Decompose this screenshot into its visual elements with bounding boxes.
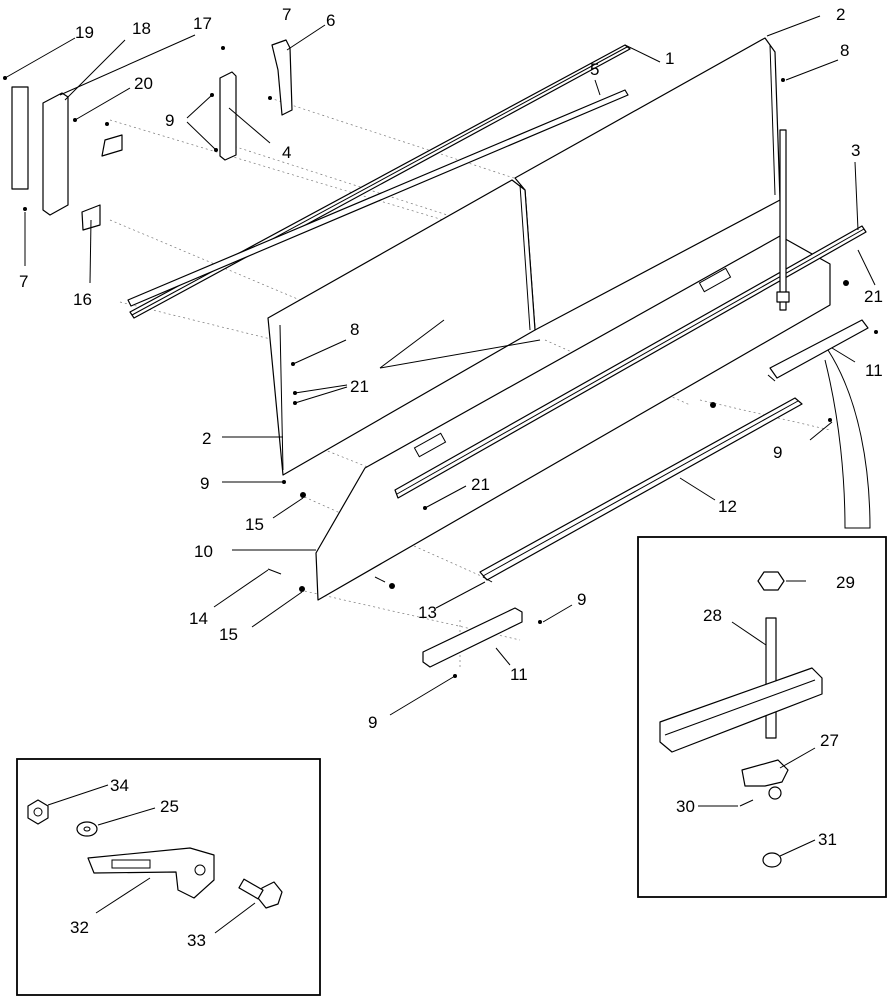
callout-13: 13 <box>418 603 437 622</box>
callout-15-upper: 15 <box>245 515 264 534</box>
callout-12: 12 <box>718 497 737 516</box>
callout-3: 3 <box>851 141 860 160</box>
inset-detail-right: 29 28 27 30 31 <box>637 536 887 898</box>
callout-8-panel: 8 <box>350 320 359 339</box>
callout-19: 19 <box>75 23 94 42</box>
callout-9-bottom: 9 <box>368 713 377 732</box>
mounting-channel <box>659 667 823 753</box>
callout-11-right: 11 <box>865 361 883 380</box>
front-tube <box>422 607 523 668</box>
callout-18: 18 <box>132 19 151 38</box>
detail-pointer <box>824 349 871 529</box>
brackets-upper-left <box>11 39 293 231</box>
hex-bolt <box>238 878 283 909</box>
callout-2-panel: 2 <box>202 429 211 448</box>
callout-33: 33 <box>187 931 206 950</box>
callout-4: 4 <box>282 143 291 162</box>
callout-9-right: 9 <box>773 443 782 462</box>
callout-10: 10 <box>194 542 213 561</box>
callout-2-top: 2 <box>836 5 845 24</box>
leader-lines <box>4 15 876 716</box>
callout-15-lower: 15 <box>219 625 238 644</box>
latch-plate <box>741 759 789 787</box>
callout-28: 28 <box>703 606 722 625</box>
retaining-clip <box>762 852 782 868</box>
diagonal-brace <box>127 89 629 307</box>
callout-6: 6 <box>326 11 335 30</box>
front-side-panel <box>267 179 536 476</box>
callout-9-upper: 9 <box>165 111 174 130</box>
callout-7-left: 7 <box>19 272 28 291</box>
callout-34: 34 <box>110 776 129 795</box>
callout-8-right: 8 <box>840 41 849 60</box>
callout-29: 29 <box>836 573 855 592</box>
callout-9-mid: 9 <box>577 590 586 609</box>
callout-21-rail: 21 <box>471 475 490 494</box>
callout-25: 25 <box>160 797 179 816</box>
callout-32: 32 <box>70 918 89 937</box>
inset-detail-left: 34 25 32 33 <box>16 758 321 996</box>
flat-washer <box>76 821 98 837</box>
callout-20: 20 <box>134 74 153 93</box>
callout-16: 16 <box>73 290 92 309</box>
vertical-rod <box>776 129 790 311</box>
callout-5: 5 <box>590 60 599 79</box>
callout-21-right: 21 <box>864 287 883 306</box>
callout-1: 1 <box>665 49 674 68</box>
callout-21-panel: 21 <box>350 377 369 396</box>
hex-nut <box>757 571 785 591</box>
callout-31: 31 <box>818 830 837 849</box>
callout-7-top: 7 <box>282 5 291 24</box>
callout-11-bottom: 11 <box>510 665 528 684</box>
callout-27: 27 <box>820 731 839 750</box>
callout-9-left: 9 <box>200 474 209 493</box>
sill-channel <box>479 397 803 581</box>
threaded-stud <box>765 617 777 739</box>
callout-labels: 1 2 3 4 5 6 7 7 8 8 9 9 9 9 9 10 11 11 1… <box>19 5 883 732</box>
flange-nut <box>27 799 49 825</box>
callout-30: 30 <box>676 797 695 816</box>
callout-14: 14 <box>189 609 208 628</box>
callout-17: 17 <box>193 14 212 33</box>
rear-tube <box>769 319 869 379</box>
